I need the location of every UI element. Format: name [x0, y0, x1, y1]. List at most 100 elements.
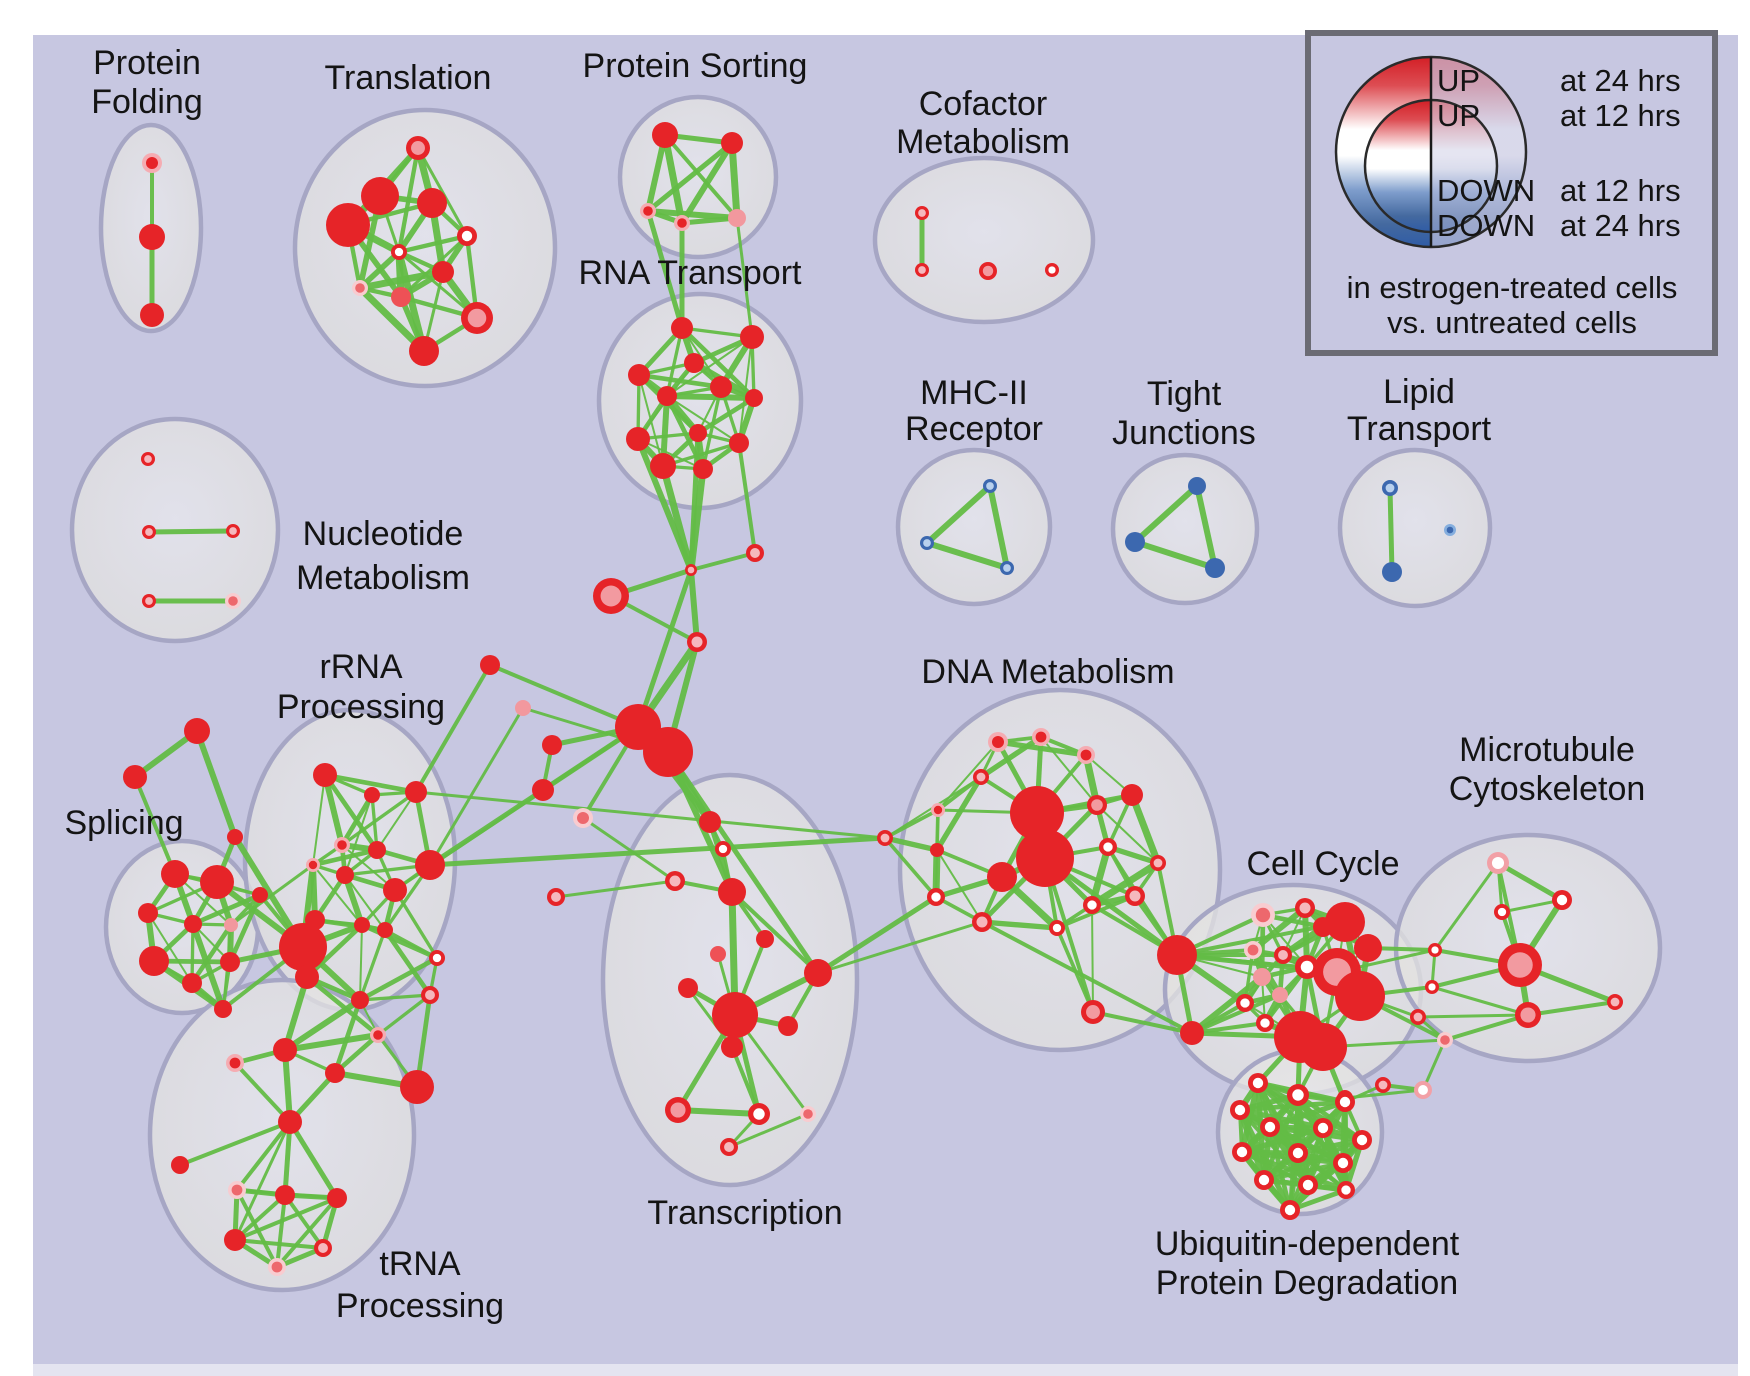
edge	[275, 1196, 339, 1269]
node	[405, 781, 427, 803]
edge	[398, 233, 468, 255]
cluster-label-lipid-transport: Lipid	[1383, 373, 1455, 411]
edge	[696, 396, 756, 435]
node-center	[718, 844, 728, 854]
cluster-label-splicing: Splicing	[64, 804, 183, 842]
node-center	[669, 875, 681, 887]
edge	[688, 432, 701, 571]
node-center	[1087, 900, 1097, 910]
cluster-label-rrna-processing: rRNA	[319, 648, 402, 686]
edge	[662, 441, 740, 468]
node	[1180, 1021, 1204, 1045]
cluster-label-tight-junctions: Tight	[1147, 375, 1222, 413]
node	[657, 386, 677, 406]
edge	[663, 133, 739, 220]
edge	[133, 776, 177, 875]
legend-inner-left	[1365, 100, 1431, 232]
edge	[282, 976, 310, 1051]
node	[351, 991, 369, 1009]
node-center	[1507, 952, 1533, 978]
node	[273, 1038, 297, 1062]
node-center	[1240, 998, 1250, 1008]
node-center	[1356, 1134, 1368, 1146]
cluster-label-rna-transport: RNA Transport	[579, 254, 803, 292]
node-center	[687, 566, 695, 574]
cluster-label-trna-processing: Processing	[336, 1287, 504, 1325]
edge	[393, 889, 439, 959]
edge	[997, 739, 1087, 758]
node-center	[146, 157, 158, 169]
node	[778, 1016, 798, 1036]
node	[1016, 829, 1074, 887]
node-center	[1440, 1035, 1450, 1045]
node	[1188, 477, 1206, 495]
node-center	[677, 218, 687, 228]
edge	[816, 894, 938, 976]
node-center	[1052, 923, 1062, 933]
node	[275, 1185, 295, 1205]
edge	[686, 987, 734, 1048]
edge	[883, 836, 938, 899]
edge	[415, 790, 886, 840]
node-center	[271, 1261, 283, 1273]
edge	[645, 210, 685, 329]
legend-footer: vs. untreated cells	[1387, 305, 1637, 340]
edge	[234, 1196, 338, 1242]
edge	[275, 1194, 287, 1268]
edge	[179, 1120, 291, 1167]
edge	[1268, 1125, 1348, 1192]
edge	[646, 141, 734, 213]
edge	[192, 892, 261, 927]
edge	[690, 551, 756, 572]
edge	[666, 336, 753, 397]
edge	[1040, 736, 1098, 806]
node-center	[1080, 749, 1092, 761]
edge	[730, 890, 820, 975]
node	[278, 1110, 302, 1134]
node	[480, 655, 500, 675]
cluster-label-nucleotide-metabolism: Nucleotide	[303, 515, 464, 553]
edge	[937, 741, 999, 811]
node-center	[1385, 483, 1395, 493]
edge	[688, 569, 700, 643]
node	[1354, 934, 1382, 962]
edge	[1132, 483, 1200, 545]
edge	[1239, 1107, 1324, 1131]
edge	[735, 217, 754, 338]
node	[227, 829, 243, 845]
edge	[324, 772, 417, 795]
edge	[1297, 1137, 1363, 1156]
node-center	[1260, 1018, 1270, 1028]
node-center	[670, 1102, 686, 1118]
edge	[1239, 1099, 1346, 1113]
edge	[1190, 974, 1264, 1036]
edge	[190, 923, 226, 1010]
node-center	[1431, 946, 1439, 954]
node	[224, 918, 238, 932]
cluster-label-dna-metabolism: DNA Metabolism	[921, 653, 1174, 691]
node-center	[691, 636, 703, 648]
node-center	[933, 805, 943, 815]
edge	[234, 1238, 324, 1250]
edge	[924, 483, 993, 546]
edge	[728, 1112, 809, 1149]
edge	[934, 775, 984, 852]
edge	[1431, 985, 1529, 1017]
node	[313, 763, 337, 787]
node	[325, 1063, 345, 1083]
node	[1382, 562, 1402, 582]
node	[214, 1000, 232, 1018]
edge	[358, 249, 401, 291]
node-center	[918, 266, 926, 274]
node	[721, 132, 743, 154]
legend-when: at 12 hrs	[1560, 98, 1681, 133]
node-center	[231, 1184, 243, 1196]
node-center	[1337, 1157, 1349, 1169]
node	[171, 1156, 189, 1174]
node	[138, 903, 158, 923]
legend-key: UP	[1437, 98, 1480, 133]
node	[123, 765, 147, 789]
edge	[194, 729, 238, 839]
